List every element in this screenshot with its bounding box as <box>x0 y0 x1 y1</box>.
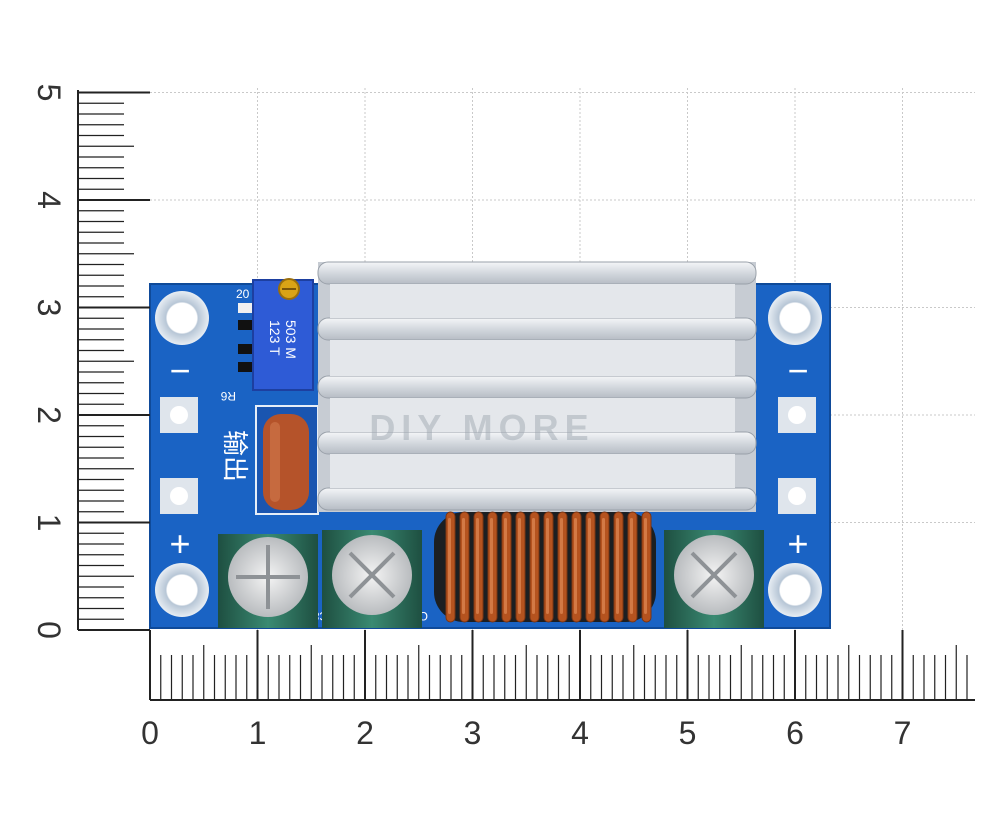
winding-highlight <box>518 518 521 614</box>
ruler-y-label: 3 <box>31 299 67 317</box>
heatsink-channel <box>330 454 735 488</box>
winding-highlight <box>574 518 577 614</box>
pcb-board: − + − + 输出 输入 20 R6 C8 C5 123 T 503 M <box>149 261 831 629</box>
silk-minus-right: − <box>787 350 808 391</box>
smd-led <box>238 303 254 313</box>
cap-body <box>263 414 309 510</box>
trimmer-potentiometer: 123 T 503 M <box>252 278 314 391</box>
cap-highlight <box>270 422 280 502</box>
ruler-x-label: 6 <box>786 715 804 751</box>
ruler-x-label: 0 <box>141 715 159 751</box>
winding-highlight <box>588 518 591 614</box>
winding-highlight <box>448 518 451 614</box>
ruler-x-label: 1 <box>249 715 267 751</box>
winding-highlight <box>504 518 507 614</box>
silk-r-label: R6 <box>220 389 236 403</box>
winding-highlight <box>476 518 479 614</box>
heatsink-fin <box>317 261 757 285</box>
ruler-y-label: 5 <box>31 84 67 102</box>
ruler-y-label: 0 <box>31 621 67 639</box>
heatsink-channel <box>330 284 735 318</box>
smd-resistor <box>238 362 254 372</box>
mounting-hole-top-right <box>768 291 822 345</box>
ruler-horizontal: 0 1 2 3 4 5 6 7 <box>141 630 975 751</box>
heatsink-fin <box>317 487 757 511</box>
cap-vent-icon <box>690 551 738 599</box>
ruler-x-label: 7 <box>894 715 912 751</box>
silk-label-output: 输出 <box>220 430 250 482</box>
winding-highlight <box>560 518 563 614</box>
silk-top-label: 20 <box>236 287 250 301</box>
electrolytic-capacitor-input <box>664 530 764 628</box>
pot-body <box>252 279 314 391</box>
silk-plus-left: + <box>169 523 190 564</box>
electrolytic-capacitor-c8 <box>218 534 318 628</box>
heatsink-channel <box>330 340 735 376</box>
pad-hole <box>788 406 806 424</box>
mounting-hole-bottom-left <box>155 563 209 617</box>
film-capacitor <box>255 405 319 515</box>
winding-highlight <box>644 518 647 614</box>
pad-hole <box>170 487 188 505</box>
ruler-y-label: 2 <box>31 406 67 424</box>
toroid-inductor <box>434 511 656 623</box>
pad-hole <box>788 487 806 505</box>
cap-vent-icon <box>236 545 300 609</box>
winding-highlight <box>546 518 549 614</box>
ruler-y-label: 1 <box>31 514 67 532</box>
silk-plus-right: + <box>787 523 808 564</box>
pot-marking-2: 503 M <box>283 320 299 359</box>
heatsink-channel <box>330 398 735 432</box>
heatsink-fin <box>317 375 757 399</box>
smd-resistor <box>238 344 254 354</box>
ruler-x-label: 5 <box>679 715 697 751</box>
pad-hole <box>170 406 188 424</box>
smd-resistor <box>238 320 254 330</box>
electrolytic-capacitor-c5 <box>322 530 422 628</box>
ruler-x-label: 2 <box>356 715 374 751</box>
watermark-text: DIY MORE <box>369 407 594 448</box>
heatsink <box>317 261 757 512</box>
ruler-y-label: 4 <box>31 191 67 209</box>
ruler-x-label: 3 <box>464 715 482 751</box>
heatsink-fin <box>317 317 757 341</box>
winding-highlight <box>532 518 535 614</box>
pot-marking-1: 123 T <box>267 320 283 356</box>
winding-highlight <box>616 518 619 614</box>
winding-highlight <box>630 518 633 614</box>
ruler-x-label: 4 <box>571 715 589 751</box>
mounting-hole-top-left <box>155 291 209 345</box>
winding-highlight <box>602 518 605 614</box>
mounting-hole-bottom-right <box>768 563 822 617</box>
silk-minus-left: − <box>169 350 190 391</box>
winding-highlight <box>490 518 493 614</box>
ruler-vertical: 0 1 2 3 4 5 <box>31 84 150 639</box>
cap-vent-icon <box>348 551 396 599</box>
winding-highlight <box>462 518 465 614</box>
